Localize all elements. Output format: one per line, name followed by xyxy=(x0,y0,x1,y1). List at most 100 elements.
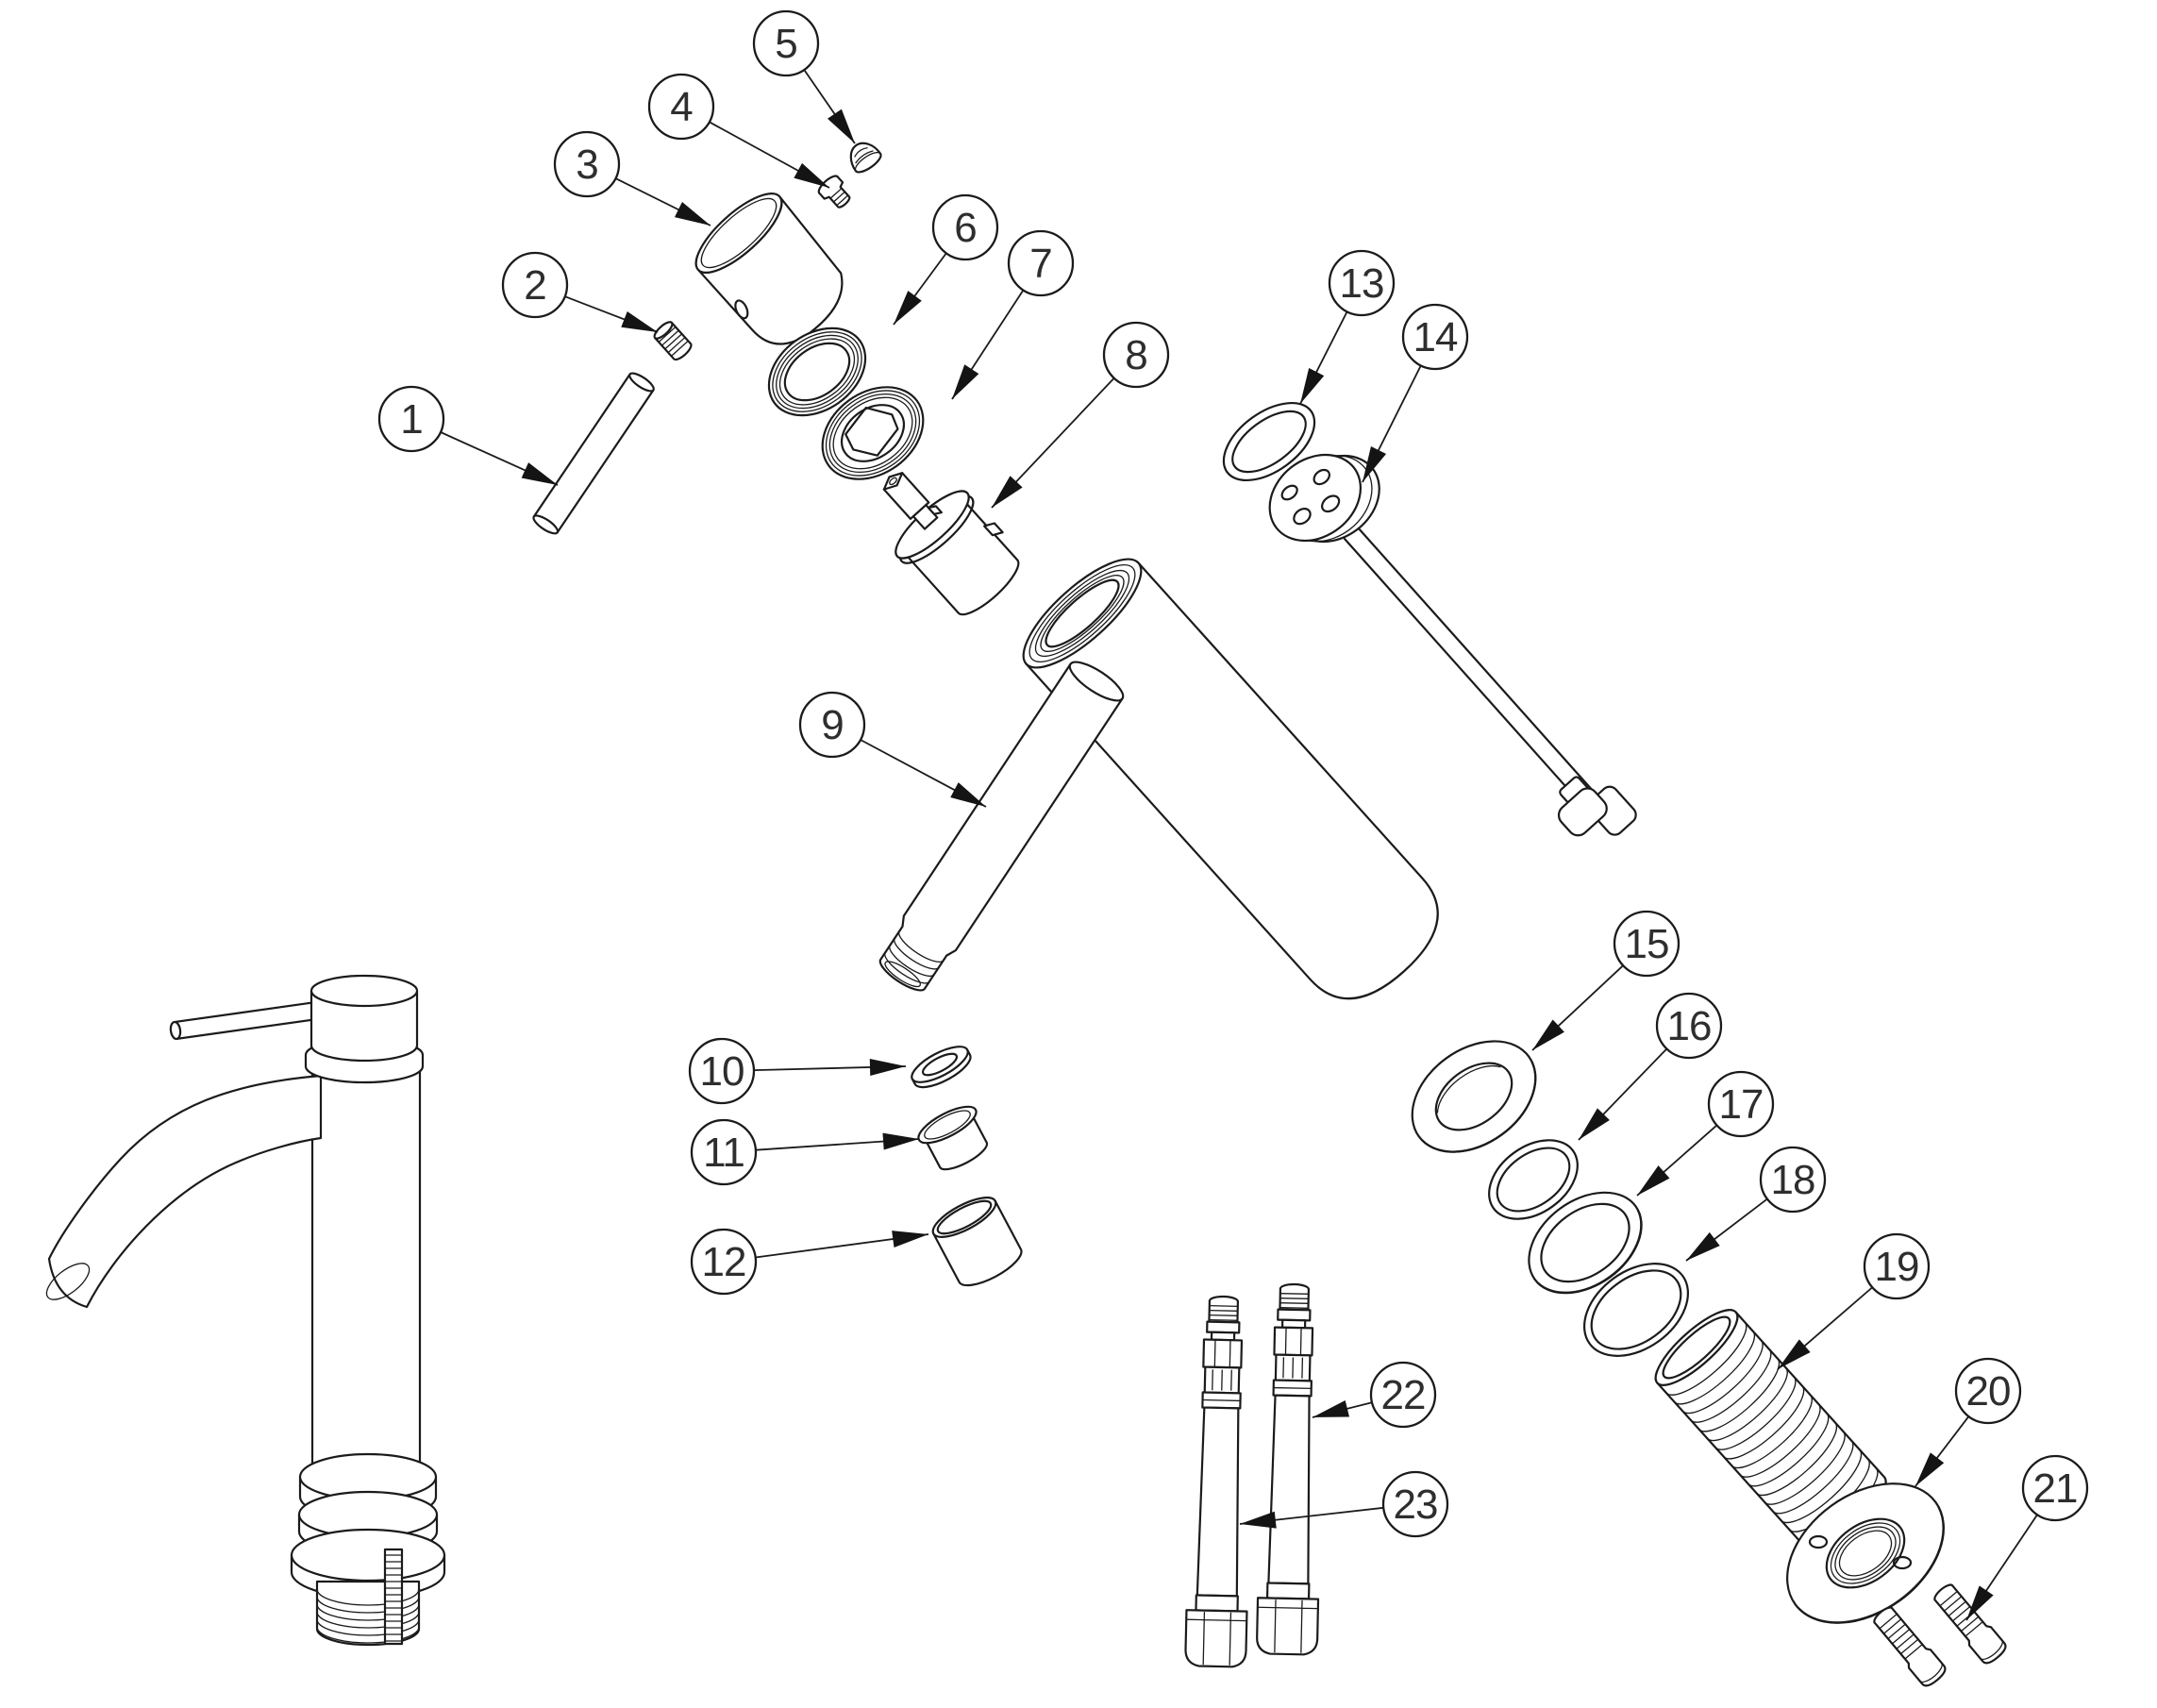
leader-arrowhead xyxy=(950,782,986,807)
callout-circle xyxy=(1707,1070,1775,1138)
callout-11-aerator-insert: 11 xyxy=(690,1118,920,1186)
leader-arrowhead xyxy=(869,1058,906,1076)
part-aerator-washer xyxy=(911,1046,972,1089)
callout-circle xyxy=(501,251,569,319)
callout-4-index-screw: 4 xyxy=(647,73,830,189)
leader-arrowhead xyxy=(1915,1452,1945,1486)
callout-number: 3 xyxy=(576,142,597,188)
callout-circle xyxy=(1863,1232,1931,1300)
part-cartridge-retaining-nut xyxy=(821,386,925,480)
parts-artwork xyxy=(532,142,2010,1690)
part-handle-body xyxy=(694,193,844,345)
callout-14-lift-rod: 14 xyxy=(1362,303,1469,483)
callout-circle xyxy=(1328,249,1396,317)
leader-arrowhead xyxy=(1637,1165,1670,1196)
callout-3-handle-body: 3 xyxy=(553,130,711,226)
callout-circle xyxy=(690,1118,758,1186)
part-o-ring-seal xyxy=(1488,1139,1579,1220)
callout-circle xyxy=(553,130,621,198)
callout-18-friction-washer: 18 xyxy=(1685,1146,1827,1262)
part-ceramic-cartridge xyxy=(882,472,1020,616)
callout-6-dome-trim-ring: 6 xyxy=(893,193,999,326)
leader-arrowhead xyxy=(1966,1585,1994,1620)
leader-arrowhead xyxy=(952,364,979,399)
callout-circle xyxy=(931,193,999,261)
callout-circle xyxy=(1613,910,1680,978)
callout-13-o-ring: 13 xyxy=(1299,249,1396,405)
callout-circle xyxy=(690,1228,758,1296)
callout-circle xyxy=(2021,1454,2089,1522)
callout-5-index-cap: 5 xyxy=(752,9,856,144)
leader-arrowhead xyxy=(882,1132,919,1150)
callout-15-base-washer: 15 xyxy=(1531,910,1680,1051)
part-index-screw xyxy=(817,175,851,209)
callout-21-mounting-screws: 21 xyxy=(1965,1454,2089,1621)
callout-number: 14 xyxy=(1413,314,1458,360)
callout-1-handle-lever-rod: 1 xyxy=(377,385,559,486)
callout-circle xyxy=(1401,303,1469,371)
callout-circle xyxy=(647,73,715,141)
callout-circle xyxy=(752,9,820,77)
leader-arrowhead xyxy=(1532,1019,1564,1050)
callout-circle xyxy=(798,691,866,759)
leader-arrowhead xyxy=(894,291,922,325)
callout-12-aerator-housing: 12 xyxy=(690,1228,929,1296)
callout-circle xyxy=(377,385,445,453)
leader-arrowhead xyxy=(794,162,829,188)
callout-19-threaded-shank: 19 xyxy=(1777,1232,1931,1370)
callout-20-mounting-flange: 20 xyxy=(1915,1357,2022,1487)
leader-arrowhead xyxy=(521,462,558,485)
part-faucet-body xyxy=(1022,558,1439,1000)
callout-number: 20 xyxy=(1966,1368,2011,1415)
part-friction-washer xyxy=(1582,1263,1690,1357)
part-base-washer xyxy=(1411,1040,1537,1153)
callout-circle xyxy=(1369,1361,1437,1429)
leader-arrowhead xyxy=(1363,445,1387,482)
callout-number: 23 xyxy=(1394,1482,1438,1528)
callout-number: 15 xyxy=(1625,921,1669,967)
part-dome-trim-ring xyxy=(767,327,867,417)
callout-circle xyxy=(1007,229,1075,297)
leader-arrowhead xyxy=(1579,1108,1610,1140)
callout-number: 10 xyxy=(700,1048,744,1095)
callout-number: 7 xyxy=(1029,241,1051,287)
callout-circle xyxy=(1759,1146,1827,1214)
leader-arrowhead xyxy=(1778,1339,1811,1369)
callout-10-aerator-washer: 10 xyxy=(688,1037,907,1105)
callout-number: 22 xyxy=(1381,1372,1426,1418)
callout-8-ceramic-cartridge: 8 xyxy=(991,321,1170,509)
leader-arrowhead xyxy=(1313,1400,1350,1417)
part-threaded-shank xyxy=(1654,1309,1887,1551)
callout-23-supply-hose-left: 23 xyxy=(1239,1470,1449,1538)
callout-number: 19 xyxy=(1875,1244,1919,1290)
part-rubber-gasket xyxy=(1528,1191,1643,1295)
callout-circle xyxy=(1655,992,1723,1060)
callout-17-rubber-gasket: 17 xyxy=(1636,1070,1775,1197)
callout-number: 21 xyxy=(2033,1465,2078,1512)
callout-2-handle-set-screw: 2 xyxy=(501,251,659,333)
leader-arrowhead xyxy=(828,109,855,143)
callout-circle xyxy=(688,1037,756,1105)
callout-9-spout: 9 xyxy=(798,691,987,808)
callout-number: 18 xyxy=(1771,1157,1815,1203)
leader-arrowhead xyxy=(621,310,658,332)
callout-number: 9 xyxy=(821,702,843,748)
callout-number: 4 xyxy=(670,84,693,130)
leader-arrowhead xyxy=(1300,368,1325,404)
callout-circle xyxy=(1954,1357,2022,1425)
assembled-faucet xyxy=(45,974,446,1647)
leader-arrowhead xyxy=(674,202,711,226)
part-mounting-flange xyxy=(1786,1482,1945,1624)
part-handle-set-screw xyxy=(653,321,693,361)
callout-number: 12 xyxy=(702,1239,746,1285)
part-handle-lever-rod xyxy=(532,372,655,535)
leader-arrowhead xyxy=(1686,1231,1720,1261)
part-index-cap xyxy=(849,142,882,174)
callout-number: 17 xyxy=(1719,1081,1764,1128)
callout-number: 5 xyxy=(775,21,796,67)
callout-number: 11 xyxy=(703,1130,744,1176)
callout-circle xyxy=(1102,321,1170,389)
callout-circle xyxy=(1381,1470,1449,1538)
